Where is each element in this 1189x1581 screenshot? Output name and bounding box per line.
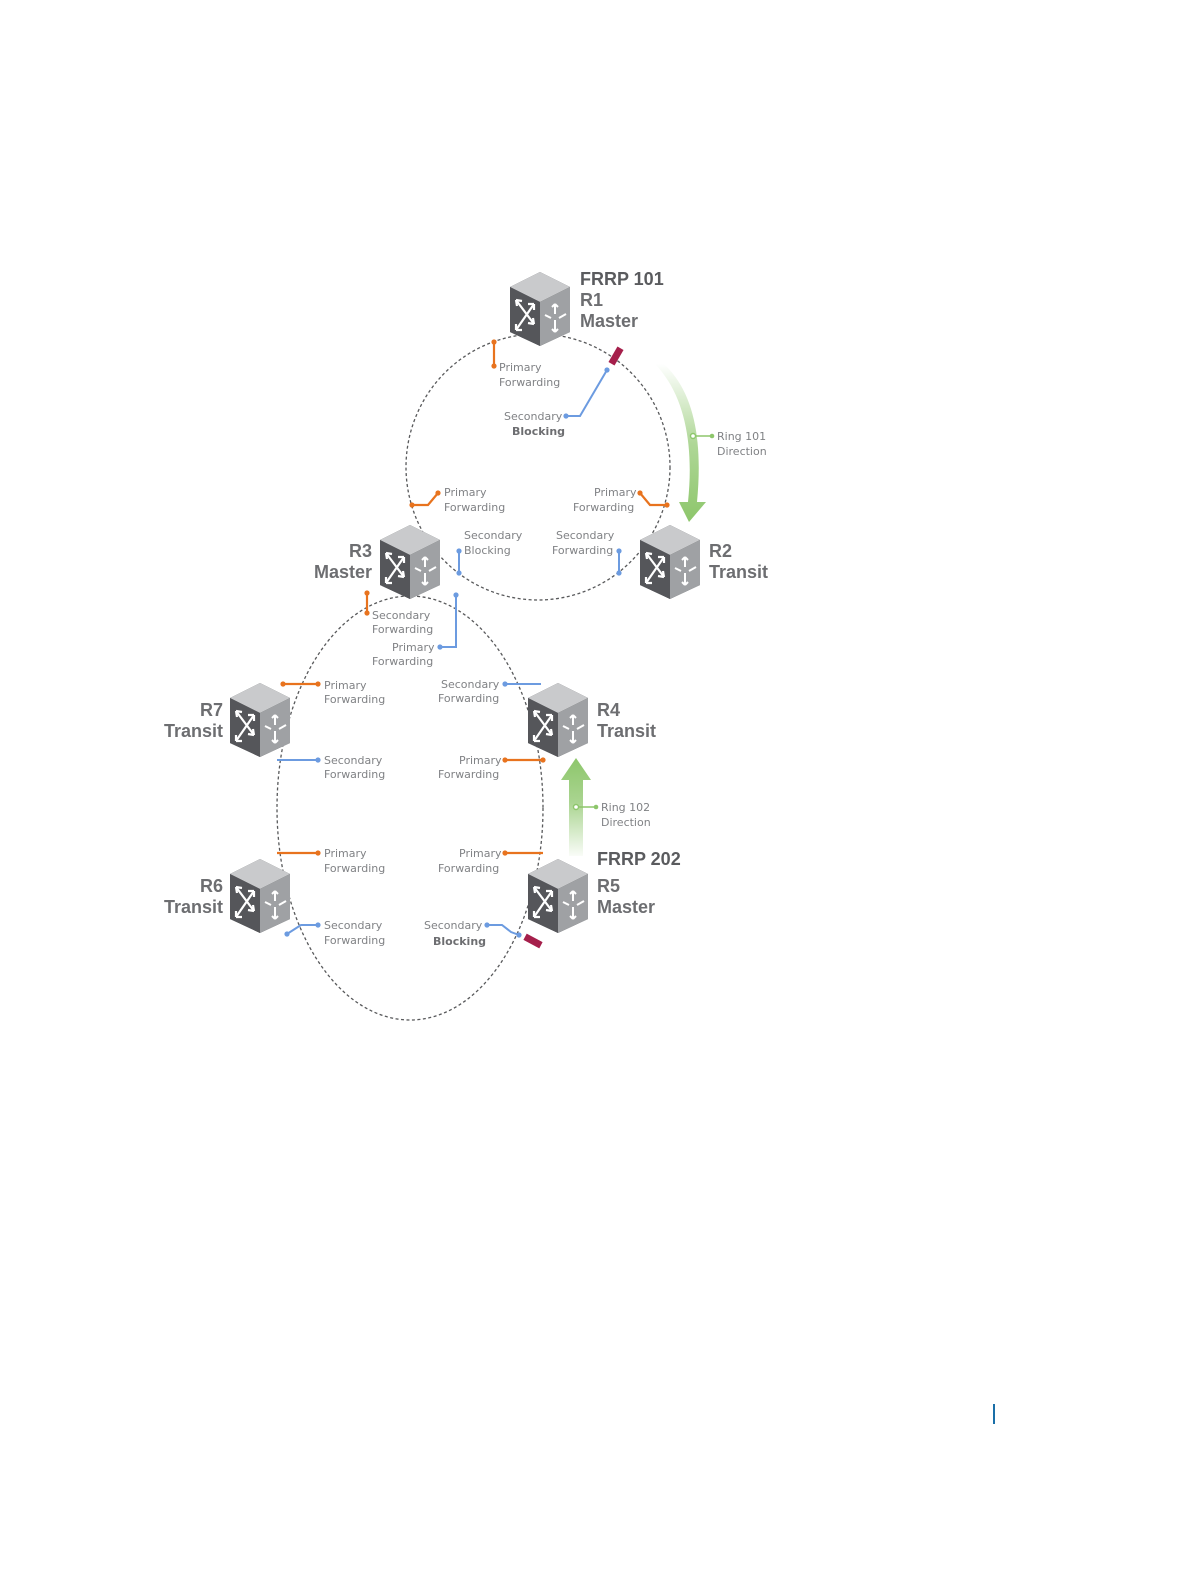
r6-secondary-port: Secondary Forwarding	[284, 919, 385, 947]
svg-text:Secondary: Secondary	[372, 609, 431, 622]
switch-icon	[228, 681, 292, 759]
r5-primary-port: Primary Forwarding	[438, 847, 543, 875]
svg-text:Forwarding: Forwarding	[324, 693, 385, 706]
svg-text:Primary: Primary	[594, 486, 637, 499]
r4-secondary-port: Secondary Forwarding	[438, 678, 541, 705]
svg-text:Forwarding: Forwarding	[499, 376, 560, 389]
svg-text:Primary: Primary	[459, 754, 502, 767]
switch-icon	[526, 681, 590, 759]
ring-101-direction-arrow	[655, 364, 706, 522]
r7-primary-port: Primary Forwarding	[280, 679, 385, 706]
r6-primary-port: Primary Forwarding	[277, 847, 385, 875]
r3-ring1-secondary-port: Secondary Blocking	[456, 529, 523, 576]
r6-name: R6	[200, 876, 223, 896]
ring-101-direction-label-1: Ring 101	[717, 430, 766, 443]
svg-text:Forwarding: Forwarding	[324, 862, 385, 875]
page-edge-marker	[993, 1404, 995, 1424]
r7-name: R7	[200, 700, 223, 720]
r3-ring2-primary-port: Primary Forwarding	[372, 592, 459, 668]
router-r2[interactable]: R2 Transit	[638, 523, 768, 601]
r5-role: Master	[597, 897, 655, 917]
ring-101-direction-callout: Ring 101 Direction	[689, 430, 767, 458]
router-r1[interactable]: FRRP 101 R1 Master	[508, 269, 664, 348]
r5-secondary-port: Secondary Blocking	[424, 919, 522, 948]
svg-text:Secondary: Secondary	[324, 919, 383, 932]
r7-secondary-port: Secondary Forwarding	[277, 754, 385, 781]
router-r6[interactable]: R6 Transit	[164, 857, 292, 935]
svg-text:Forwarding: Forwarding	[324, 934, 385, 947]
r3-ring1-primary-port: Primary Forwarding	[409, 486, 505, 514]
switch-icon	[508, 270, 572, 348]
ring-102-direction-label-1: Ring 102	[601, 801, 650, 814]
r2-primary-port: Primary Forwarding	[573, 486, 670, 514]
svg-text:Secondary: Secondary	[556, 529, 615, 542]
r3-role: Master	[314, 562, 372, 582]
router-r3[interactable]: R3 Master	[314, 523, 442, 601]
r1-role: Master	[580, 311, 638, 331]
r3-ring2-secondary-port: Secondary Forwarding	[364, 590, 433, 636]
r1-blocking-marker	[608, 346, 624, 366]
svg-text:Forwarding: Forwarding	[444, 501, 505, 514]
svg-text:Secondary: Secondary	[324, 754, 383, 767]
svg-text:Secondary: Secondary	[424, 919, 483, 932]
switch-icon	[378, 523, 442, 601]
svg-text:Forwarding: Forwarding	[573, 501, 634, 514]
ring-102-direction-callout: Ring 102 Direction	[572, 801, 651, 829]
frrp-202-label: FRRP 202	[597, 849, 681, 869]
svg-text:Forwarding: Forwarding	[372, 655, 433, 668]
r4-primary-port: Primary Forwarding	[438, 754, 546, 781]
svg-text:Primary: Primary	[324, 679, 367, 692]
r2-role: Transit	[709, 562, 768, 582]
r2-secondary-port: Secondary Forwarding	[552, 529, 622, 576]
svg-text:Primary: Primary	[324, 847, 367, 860]
r4-role: Transit	[597, 721, 656, 741]
svg-text:Forwarding: Forwarding	[324, 768, 385, 781]
r3-name: R3	[349, 541, 372, 561]
svg-text:Forwarding: Forwarding	[552, 544, 613, 557]
r5-blocking-marker	[523, 933, 543, 949]
r2-name: R2	[709, 541, 732, 561]
router-r4[interactable]: R4 Transit	[526, 681, 656, 759]
svg-text:Primary: Primary	[499, 361, 542, 374]
svg-text:Primary: Primary	[444, 486, 487, 499]
ring-102-direction-label-2: Direction	[601, 816, 651, 829]
svg-text:Forwarding: Forwarding	[372, 623, 433, 636]
svg-text:Blocking: Blocking	[433, 935, 486, 948]
switch-icon	[638, 523, 702, 601]
r4-name: R4	[597, 700, 620, 720]
ring-202-path	[276, 595, 544, 1021]
svg-text:Forwarding: Forwarding	[438, 692, 499, 705]
r1-secondary-port: Secondary Blocking	[504, 367, 610, 438]
r7-role: Transit	[164, 721, 223, 741]
svg-text:Secondary: Secondary	[464, 529, 523, 542]
router-r7[interactable]: R7 Transit	[164, 681, 292, 759]
ring-101-direction-label-2: Direction	[717, 445, 767, 458]
router-r5[interactable]: FRRP 202 R5 Master	[526, 849, 681, 935]
svg-text:Primary: Primary	[459, 847, 502, 860]
svg-text:Secondary: Secondary	[441, 678, 500, 691]
svg-text:Forwarding: Forwarding	[438, 862, 499, 875]
r6-role: Transit	[164, 897, 223, 917]
svg-text:Blocking: Blocking	[512, 425, 565, 438]
r5-name: R5	[597, 876, 620, 896]
frrp-101-label: FRRP 101	[580, 269, 664, 289]
svg-text:Forwarding: Forwarding	[438, 768, 499, 781]
svg-text:Secondary: Secondary	[504, 410, 563, 423]
svg-text:Blocking: Blocking	[464, 544, 511, 557]
switch-icon	[526, 857, 590, 935]
svg-text:Primary: Primary	[392, 641, 435, 654]
r1-name: R1	[580, 290, 603, 310]
r1-primary-port: Primary Forwarding	[491, 339, 560, 389]
switch-icon	[228, 857, 292, 935]
